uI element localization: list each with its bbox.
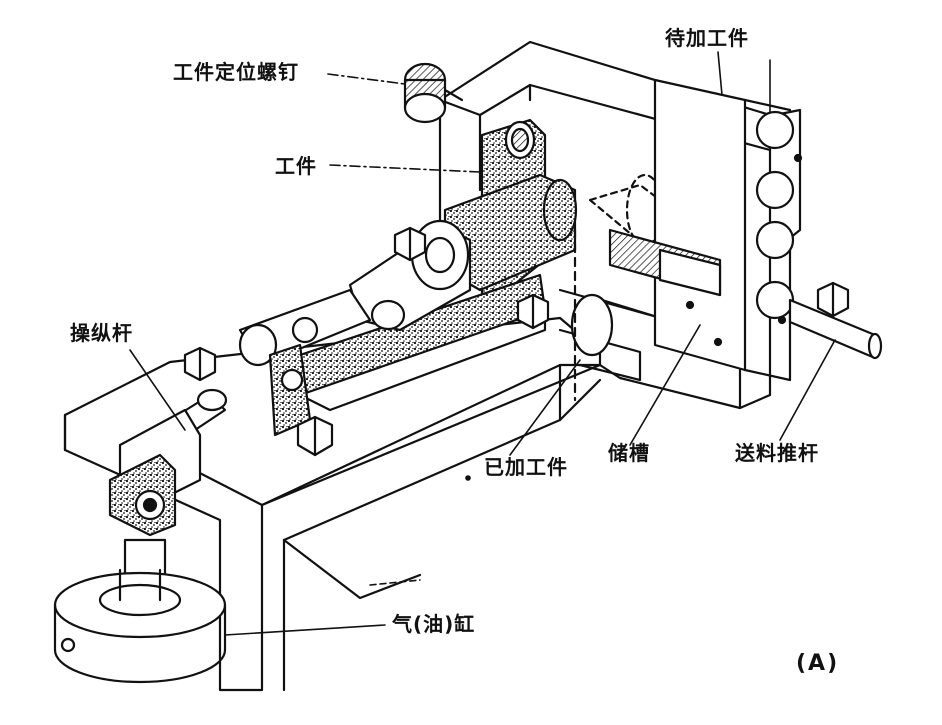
bolt-4	[516, 293, 550, 330]
label-positioning-screw: 工件定位螺钉	[173, 60, 299, 84]
control-lever	[108, 388, 228, 607]
leader-lines	[129, 51, 836, 636]
bolt-1	[183, 346, 217, 382]
label-processed-workpiece: 已加工件	[484, 455, 568, 479]
bolt-3	[296, 415, 334, 457]
label-storage-chute: 储槽	[608, 441, 650, 465]
positioning-screw	[403, 62, 464, 124]
magazine	[608, 59, 803, 382]
cylinder-body	[53, 568, 227, 684]
label-pending-workpiece: 待加工件	[665, 26, 749, 50]
label-feed-push-rod: 送料推杆	[735, 441, 819, 465]
bolt-2	[393, 226, 427, 262]
linkage	[238, 219, 472, 437]
bolt-5	[816, 281, 850, 318]
bolt-heads	[183, 226, 850, 457]
label-control-lever: 操纵杆	[70, 321, 133, 345]
figure-label: (A)	[796, 651, 840, 676]
label-workpiece: 工件	[275, 154, 317, 178]
label-cylinder: 气(油)缸	[392, 612, 476, 636]
processed-workpiece	[570, 228, 614, 402]
feed-push-rod	[788, 298, 883, 360]
